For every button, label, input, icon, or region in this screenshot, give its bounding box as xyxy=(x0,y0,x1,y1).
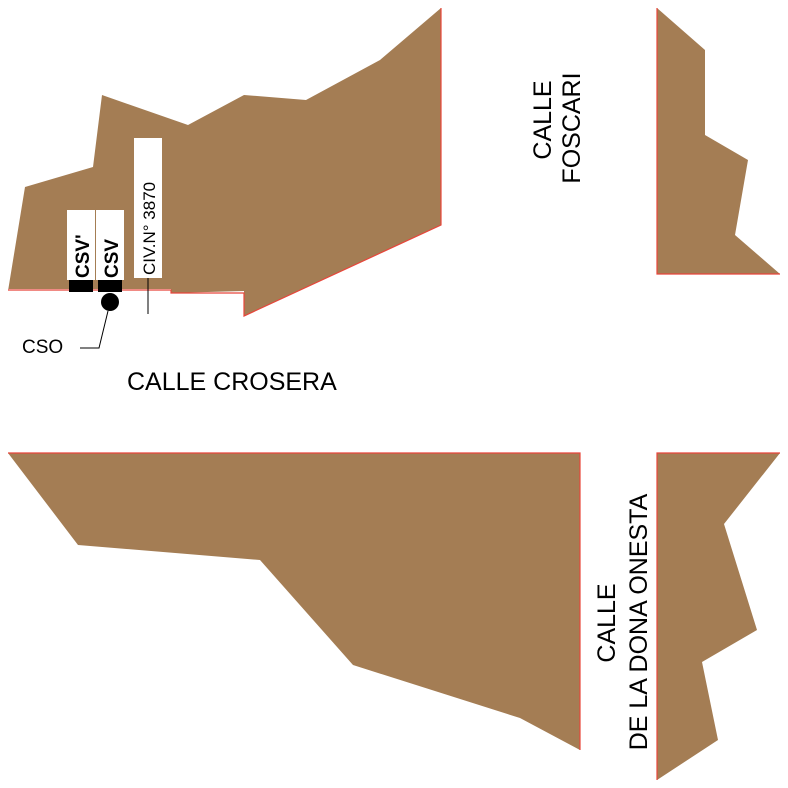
csv-prime-label-box xyxy=(67,210,95,280)
civic-label-box xyxy=(134,138,162,278)
cso-label: CSO xyxy=(22,337,63,358)
csv-prime-label: CSV' xyxy=(73,234,94,278)
csv-label-box xyxy=(96,210,124,280)
building-block-south-west xyxy=(8,453,580,750)
building-block-south-east xyxy=(657,453,780,780)
civic-number-label: CIV.N° 3870 xyxy=(140,182,159,275)
building-block-north-east xyxy=(657,8,780,274)
csv-label: CSV xyxy=(102,239,123,278)
cso-marker xyxy=(101,293,119,311)
street-label-calle-foscari-line2: FOSCARI xyxy=(558,72,586,183)
cso-leader-line xyxy=(80,310,109,349)
csv-prime-marker xyxy=(69,280,93,292)
edge-north-west xyxy=(8,8,442,317)
street-label-dona-onesta-line2: DE LA DONA ONESTA xyxy=(625,493,653,750)
street-label-calle-foscari-line1: CALLE xyxy=(529,80,557,159)
csv-marker xyxy=(98,280,122,292)
edge-south-west xyxy=(8,452,581,750)
street-label-calle-crosera: CALLE CROSERA xyxy=(127,368,337,396)
street-label-dona-onesta-line1: CALLE xyxy=(593,583,621,662)
edge-south-east xyxy=(656,452,780,780)
edge-north-east xyxy=(656,8,780,275)
